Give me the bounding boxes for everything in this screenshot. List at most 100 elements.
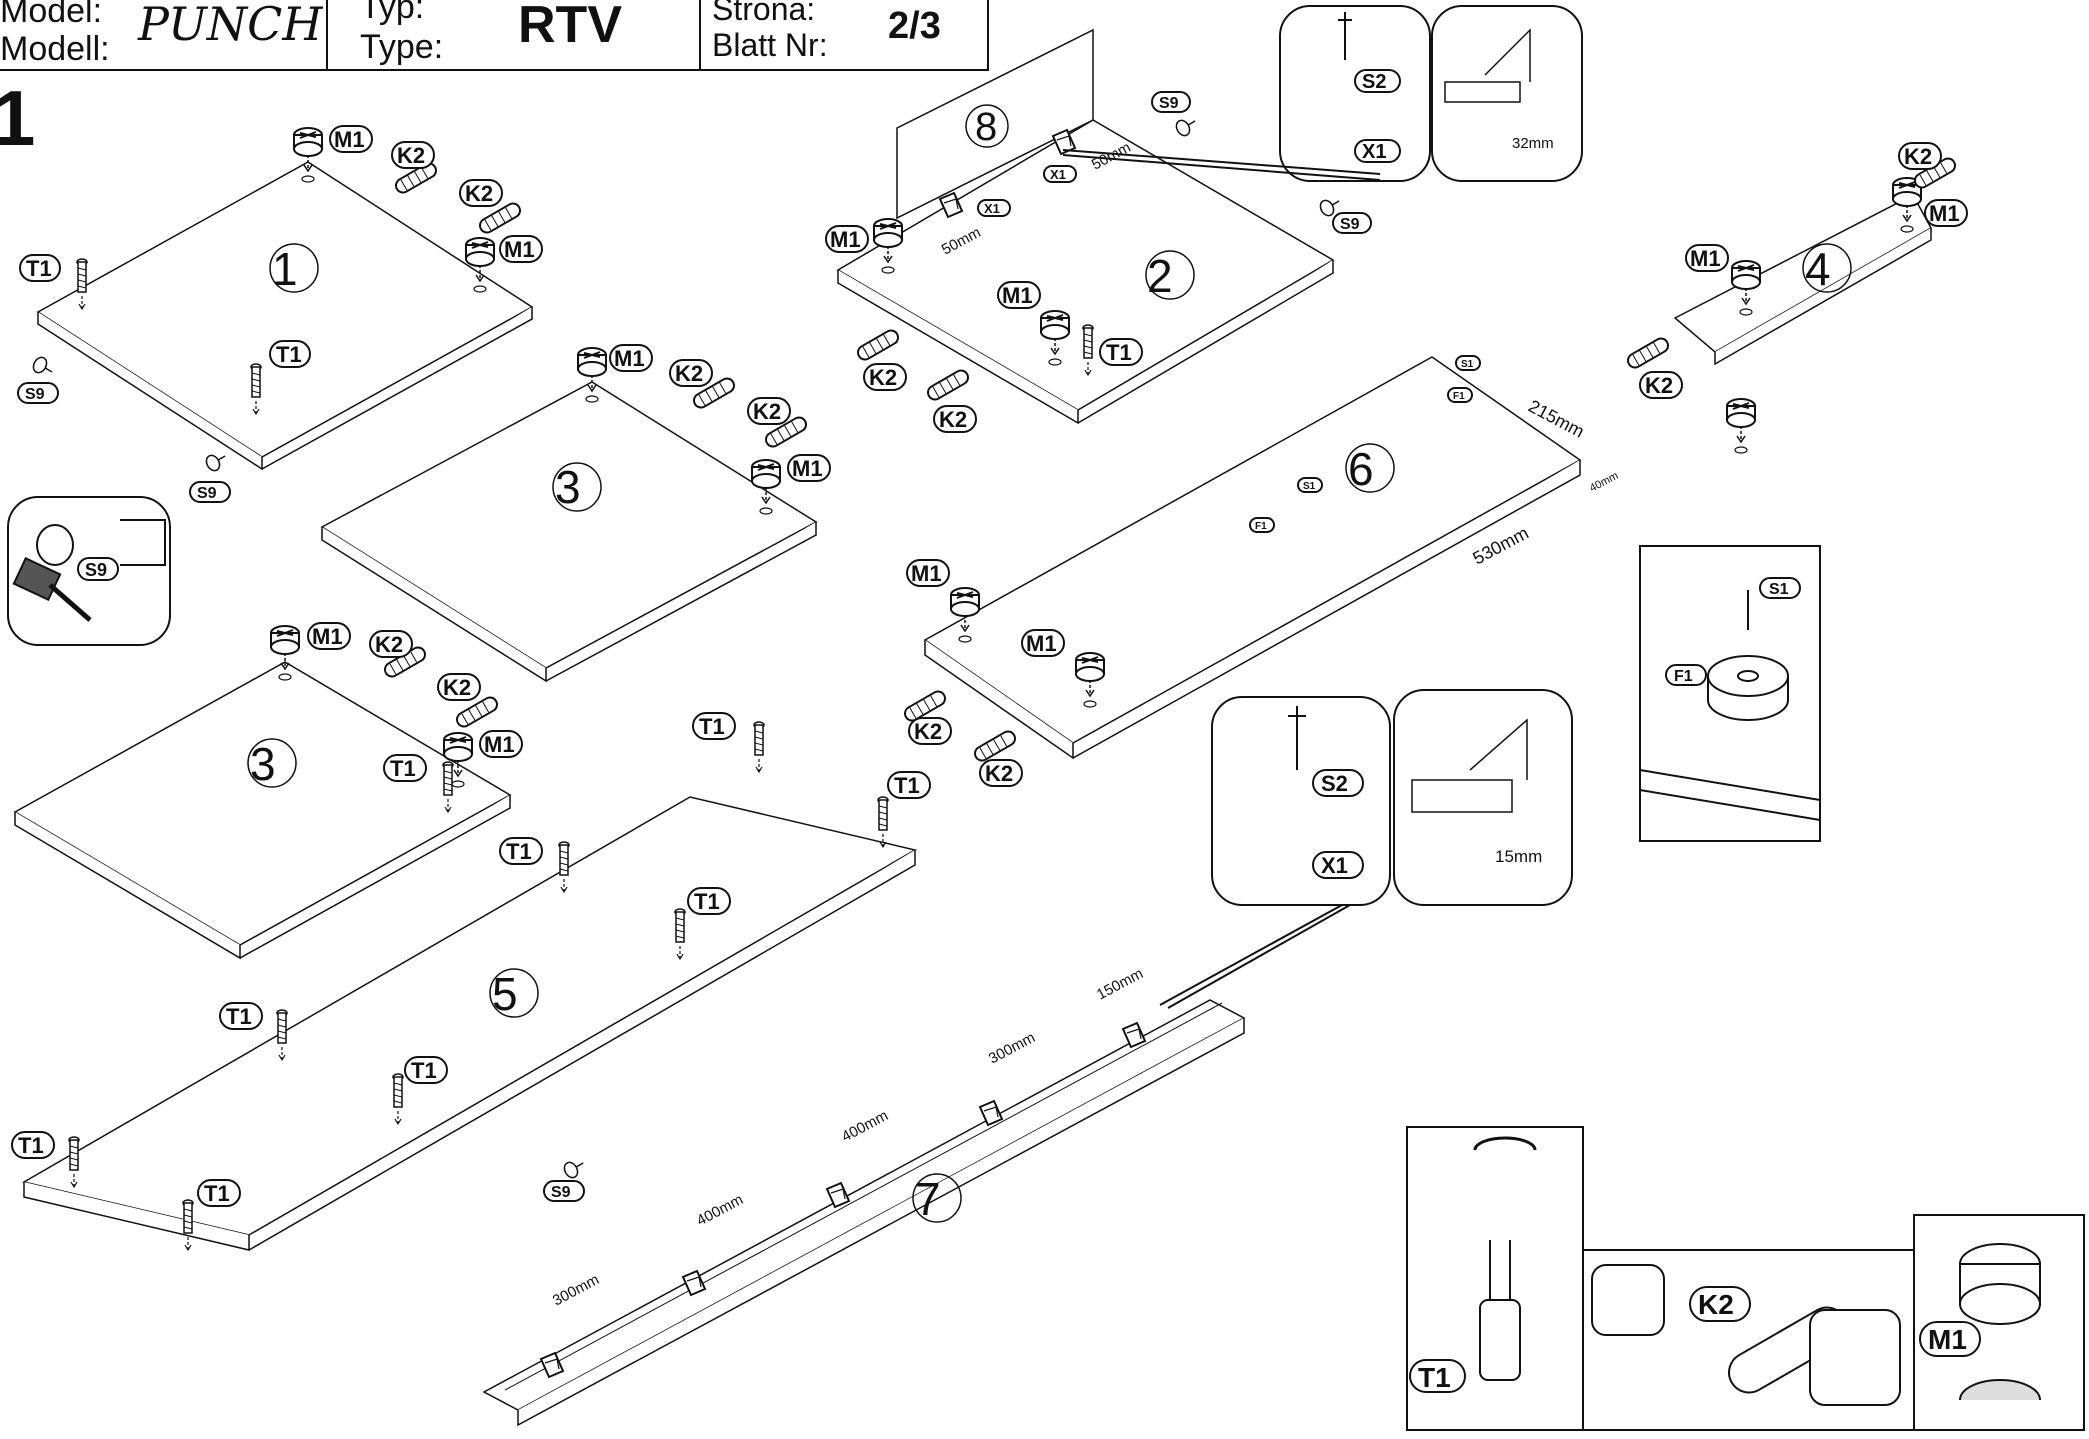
- label-m1-3: M1: [614, 346, 645, 371]
- label-m1-1: M1: [334, 127, 365, 152]
- panel-5-number: 5: [492, 968, 518, 1020]
- label-k2-10: K2: [1645, 373, 1673, 398]
- label-s9-5: S9: [551, 1184, 571, 1201]
- label-k2-12: K2: [985, 761, 1013, 786]
- page-label-2: Blatt Nr:: [712, 27, 828, 63]
- callout-foot-f1-label: F1: [1674, 668, 1693, 685]
- label-m1-12: M1: [1026, 631, 1057, 656]
- panel-6: [923, 356, 1582, 760]
- part-labels-3: [11, 712, 931, 1207]
- label-m1-9: M1: [1690, 246, 1721, 271]
- detail-k2-label: K2: [1698, 1289, 1734, 1320]
- label-k2-1: K2: [397, 143, 425, 168]
- label-t1-10: T1: [411, 1058, 437, 1083]
- type-label-2: Type:: [360, 28, 443, 66]
- part-labels: [17, 125, 831, 782]
- panel-2-circle: [1145, 250, 1195, 300]
- detail-panel: [1406, 1126, 2085, 1431]
- label-k2-9: K2: [1904, 144, 1932, 169]
- label-k2-3: K2: [675, 361, 703, 386]
- panel-3-lower-number: 3: [250, 738, 276, 790]
- model-label-2: Modell:: [0, 30, 110, 68]
- label-t1-4: T1: [1106, 340, 1132, 365]
- label-k2-4: K2: [753, 399, 781, 424]
- page-value: 2/3: [888, 5, 941, 47]
- type-value: RTV: [518, 0, 622, 54]
- panel-8-circle: [965, 104, 1009, 148]
- panel-6-number: 6: [1348, 443, 1374, 495]
- label-s9-1: S9: [25, 386, 45, 403]
- panel-6-circle: [1345, 443, 1395, 493]
- page-label-1: Strona:: [712, 0, 815, 27]
- callout-top-s2-label: S2: [1362, 71, 1386, 93]
- label-t1-2: T1: [276, 342, 302, 367]
- detail-m1-label: M1: [1928, 1324, 1967, 1355]
- panel-3-upper-circle: [552, 462, 602, 512]
- label-t1-7: T1: [506, 839, 532, 864]
- dim-400-a: 400mm: [839, 1107, 891, 1145]
- panel-7: [482, 999, 1246, 1427]
- label-f1-2: F1: [1255, 521, 1267, 532]
- panel-1-number: 1: [272, 243, 298, 295]
- panel-7-number: 7: [915, 1173, 941, 1225]
- label-t1-6: T1: [894, 773, 920, 798]
- dim-40: 40mm: [1588, 470, 1621, 495]
- callout-mid-dim: 15mm: [1495, 847, 1542, 866]
- label-t1-11: T1: [18, 1133, 44, 1158]
- label-t1-5: T1: [699, 714, 725, 739]
- panel-7-circle: [912, 1173, 962, 1223]
- label-k2-2: K2: [465, 181, 493, 206]
- panel-5-circle: [489, 968, 539, 1018]
- label-s9-4: S9: [1340, 216, 1360, 233]
- label-s9-2: S9: [197, 485, 217, 502]
- model-label-1: Model:: [0, 0, 102, 30]
- label-t1-12: T1: [204, 1181, 230, 1206]
- label-m1-7: M1: [830, 227, 861, 252]
- callout-mid-x1-label: X1: [1321, 853, 1348, 878]
- dim-300-b: 300mm: [550, 1271, 602, 1309]
- panel-8-number: 8: [975, 105, 997, 149]
- label-x1-2: X1: [984, 201, 1000, 216]
- panel-2-number: 2: [1147, 250, 1173, 302]
- dim-400-b: 400mm: [694, 1191, 746, 1229]
- detail-t1-label: T1: [1418, 1362, 1451, 1393]
- step-number: 1: [0, 74, 35, 162]
- label-t1-1: T1: [26, 256, 52, 281]
- label-m1-4: M1: [792, 456, 823, 481]
- label-t1-8: T1: [694, 889, 720, 914]
- callout-bracket-top: [1062, 5, 1583, 182]
- callout-mid-s2-label: S2: [1321, 771, 1348, 796]
- callout-top-x1-label: X1: [1362, 141, 1386, 163]
- panel-3-lower-circle: [247, 738, 297, 788]
- label-s1-2: S1: [1303, 481, 1316, 492]
- panel-1: [36, 161, 534, 471]
- type-label-1: Typ:: [360, 0, 424, 26]
- label-m1-6: M1: [484, 732, 515, 757]
- panel-1-circle: [269, 243, 319, 293]
- callout-bracket-mid: [1159, 689, 1573, 1009]
- part-labels-2: [825, 91, 1968, 787]
- label-k2-6: K2: [443, 675, 471, 700]
- label-m1-2: M1: [504, 237, 535, 262]
- callout-hammer-s9-label: S9: [85, 560, 107, 580]
- label-m1-8: M1: [1002, 283, 1033, 308]
- panel-4: [1673, 193, 1933, 366]
- panel-3-upper-number: 3: [555, 461, 581, 513]
- panel-4-circle: [1802, 243, 1852, 293]
- callout-foot: [1639, 545, 1821, 842]
- label-t1-3: T1: [390, 756, 416, 781]
- label-k2-8: K2: [939, 407, 967, 432]
- panel-2: [836, 28, 1335, 425]
- label-f1-1: F1: [1453, 391, 1465, 402]
- label-k2-5: K2: [375, 632, 403, 657]
- label-m1-10: M1: [1929, 201, 1960, 226]
- label-k2-11: K2: [914, 719, 942, 744]
- title-block: [0, 0, 989, 71]
- label-t1-9: T1: [226, 1004, 252, 1029]
- label-s1-1: S1: [1461, 359, 1474, 370]
- label-m1-5: M1: [312, 624, 343, 649]
- label-m1-11: M1: [911, 561, 942, 586]
- label-s9-3: S9: [1159, 95, 1179, 112]
- panel-4-number: 4: [1805, 243, 1831, 295]
